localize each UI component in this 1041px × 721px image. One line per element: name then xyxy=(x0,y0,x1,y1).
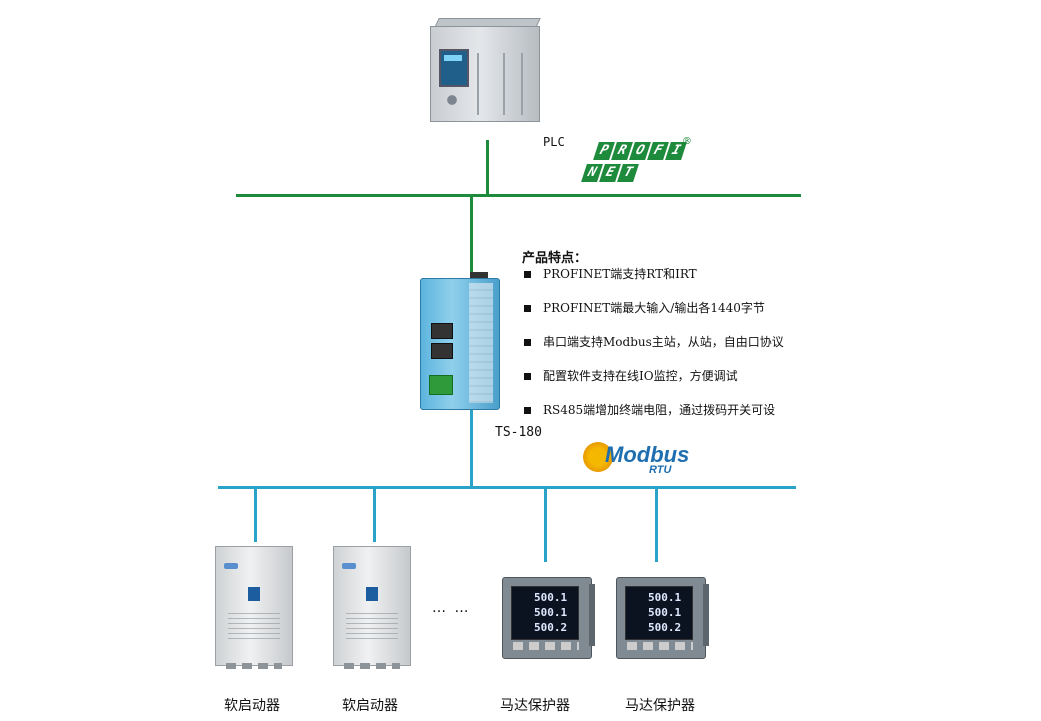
gateway-profinet-line xyxy=(470,196,473,276)
motor-protector-2: 500.1 500.1 500.2 xyxy=(616,577,709,659)
plc-drop-line xyxy=(486,140,489,195)
ellipsis: … … xyxy=(432,600,471,616)
plc-device xyxy=(430,18,548,122)
gateway-label: TS-180 xyxy=(495,425,542,440)
feature-item: PROFINET端最大输入/输出各1440字节 xyxy=(524,299,765,316)
profinet-bus-line xyxy=(236,194,801,197)
features-title: 产品特点： xyxy=(522,251,588,266)
drop-line-4 xyxy=(655,486,658,562)
device-label: 软启动器 xyxy=(342,698,398,714)
protector-display: 500.1 500.1 500.2 xyxy=(625,586,693,640)
motor-protector-1: 500.1 500.1 500.2 xyxy=(502,577,595,659)
modbus-bus-line xyxy=(218,486,796,489)
ts180-gateway xyxy=(420,272,500,412)
gateway-modbus-line xyxy=(470,408,473,488)
protector-display: 500.1 500.1 500.2 xyxy=(511,586,579,640)
bullet-icon xyxy=(524,373,531,380)
device-label: 马达保护器 xyxy=(625,698,695,714)
bullet-icon xyxy=(524,271,531,278)
ethernet-port-2 xyxy=(431,343,453,359)
drop-line-2 xyxy=(373,486,376,542)
soft-starter-1 xyxy=(215,542,293,669)
modbus-rtu-logo: Modbus RTU xyxy=(583,440,693,480)
device-label: 软启动器 xyxy=(224,698,280,714)
feature-item: 配置软件支持在线IO监控，方便调试 xyxy=(524,367,738,384)
bullet-icon xyxy=(524,305,531,312)
feature-item: 串口端支持Modbus主站，从站，自由口协议 xyxy=(524,333,784,350)
registered-mark: ® xyxy=(682,136,692,147)
feature-item: PROFINET端支持RT和IRT xyxy=(524,265,697,282)
bullet-icon xyxy=(524,407,531,414)
device-label: 马达保护器 xyxy=(500,698,570,714)
gear-icon xyxy=(583,442,613,472)
drop-line-3 xyxy=(544,486,547,562)
profinet-letter: T xyxy=(617,164,639,182)
ethernet-port-1 xyxy=(431,323,453,339)
rs485-terminal xyxy=(429,375,453,395)
feature-item: RS485端增加终端电阻，通过拨码开关可设 xyxy=(524,401,775,418)
plc-display xyxy=(439,49,469,87)
plc-label: PLC xyxy=(543,135,565,149)
bullet-icon xyxy=(524,339,531,346)
soft-starter-2 xyxy=(333,542,411,669)
drop-line-1 xyxy=(254,486,257,542)
